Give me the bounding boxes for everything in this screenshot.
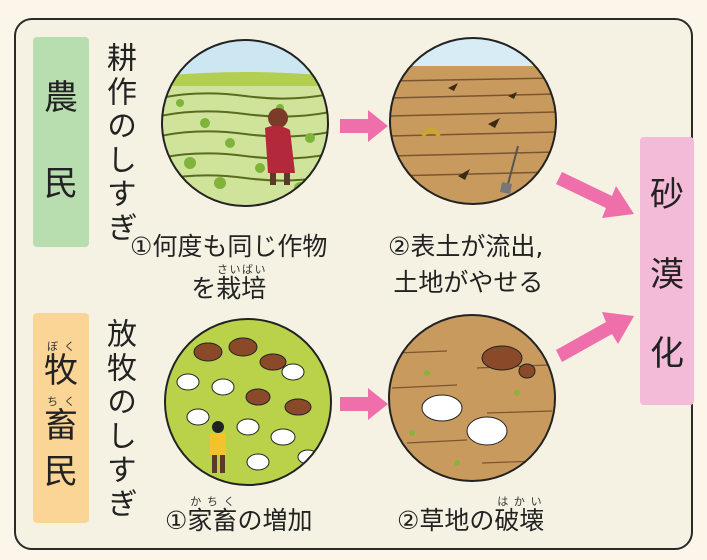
diagram-panel	[14, 18, 693, 550]
step2-caption-herder: ②草地の破壊はかい	[397, 495, 545, 535]
crop-field-illustration	[161, 39, 329, 207]
herder-char-2: 畜ちく	[44, 395, 78, 447]
desertification-box: 砂 漠 化	[640, 137, 694, 405]
overgrazing-text: 放牧のしすぎ	[101, 318, 136, 522]
destroyed-grassland-illustration	[388, 314, 556, 482]
herder-char-1: 牧ぼく	[44, 340, 78, 392]
step1-caption-herder: ①家畜かちくの増加	[165, 495, 313, 535]
herder-label-box: 牧ぼく 畜ちく 民	[33, 313, 89, 523]
arrow-to-desert-top	[556, 172, 634, 218]
livestock-illustration	[164, 318, 332, 486]
desert-char-3: 化	[650, 333, 684, 374]
arrow-to-desert-bottom	[556, 312, 634, 362]
eroded-soil-illustration	[389, 37, 557, 205]
arrow-right-top	[340, 110, 388, 142]
herder-char-3: 民	[44, 451, 78, 492]
farmer-char-1: 農	[44, 78, 78, 119]
desert-char-1: 砂	[650, 175, 684, 216]
arrow-right-bottom	[340, 388, 388, 420]
farmer-char-2: 民	[44, 164, 78, 204]
farmer-label-box: 農 民	[33, 37, 89, 247]
desert-char-2: 漠	[650, 254, 684, 295]
step2-caption-farmer: ②表土が流出, 土地がやせる	[388, 232, 544, 297]
overcultivation-text: 耕作のしすぎ	[101, 42, 136, 246]
step1-caption-farmer: ①何度も同じ作物 を栽培さいばい	[130, 232, 328, 303]
